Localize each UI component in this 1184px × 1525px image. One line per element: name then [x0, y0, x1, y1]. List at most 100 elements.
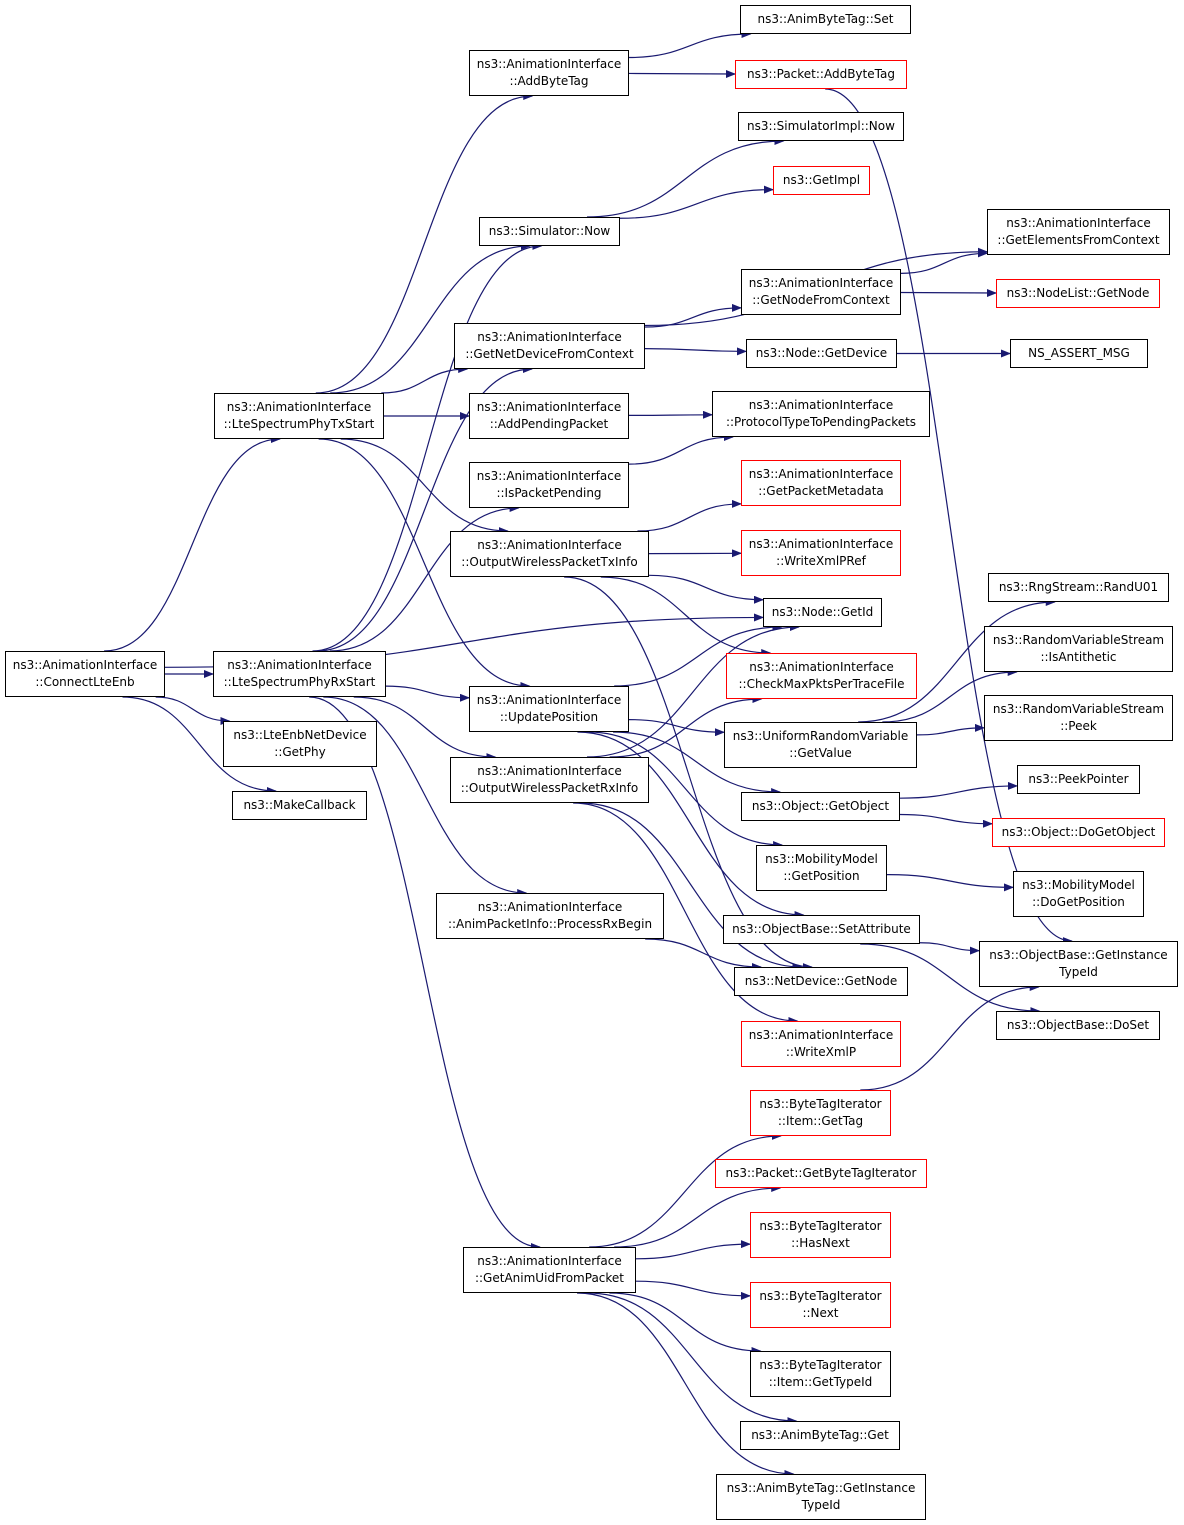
node-line: ns3::AnimByteTag::GetInstance [726, 1481, 916, 1495]
node-line: ns3::RandomVariableStream [992, 702, 1165, 716]
call-edge-getanimuidfrompacket-bytetagiterator_hasnext [635, 1240, 751, 1260]
call-edge-updateposition-object_getobject [613, 731, 782, 796]
node-getanimuidfrompacket[interactable]: ns3::AnimationInterface::GetAnimUidFromP… [463, 1247, 636, 1293]
node-object-dogetobject[interactable]: ns3::Object::DoGetObject [992, 818, 1165, 847]
node-addbytetag[interactable]: ns3::AnimationInterface::AddByteTag [469, 50, 629, 96]
call-edge-ltespectrumphytxstart-outputwirelesspackettxinfo [340, 438, 509, 535]
node-line: ::Item::GetTypeId [768, 1375, 873, 1389]
node-line: ns3::ByteTagIterator [759, 1097, 882, 1111]
node-line: ns3::ObjectBase::GetInstance [989, 948, 1168, 962]
node-getelementsfromcontext[interactable]: ns3::AnimationInterface::GetElementsFrom… [987, 209, 1170, 255]
node-protocoltypetopendingpackets[interactable]: ns3::AnimationInterface::ProtocolTypeToP… [712, 391, 930, 437]
node-checkmaxpktspertracefile[interactable]: ns3::AnimationInterface::CheckMaxPktsPer… [726, 653, 917, 699]
node-ispacketpending[interactable]: ns3::AnimationInterface::IsPacketPending [469, 462, 629, 508]
node-line: ::GetPhy [274, 745, 326, 759]
node-ltespectrumphyrxstart[interactable]: ns3::AnimationInterface::LteSpectrumPhyR… [213, 651, 386, 697]
call-edge-uniformrandomvariable_getvalue-randomvariablestream_isantithetic [882, 668, 1018, 723]
node-simulator-now[interactable]: ns3::Simulator::Now [479, 217, 620, 246]
node-bytetagiterator-item-gettag[interactable]: ns3::ByteTagIterator::Item::GetTag [750, 1090, 891, 1136]
node-object-getobject[interactable]: ns3::Object::GetObject [741, 792, 900, 821]
node-line: ns3::AnimationInterface [748, 537, 894, 551]
node-line: ::GetAnimUidFromPacket [474, 1271, 625, 1285]
call-edge-outputwirelesspackettxinfo-node_getid [648, 574, 764, 604]
node-simulatorimpl-now[interactable]: ns3::SimulatorImpl::Now [738, 112, 904, 141]
node-outputwirelesspackettxinfo[interactable]: ns3::AnimationInterface::OutputWirelessP… [450, 531, 649, 577]
node-animbytetag-set[interactable]: ns3::AnimByteTag::Set [740, 5, 911, 34]
node-updateposition[interactable]: ns3::AnimationInterface::UpdatePosition [469, 686, 629, 732]
node-nodelist-getnode[interactable]: ns3::NodeList::GetNode [996, 279, 1160, 308]
node-line: ns3::AnimByteTag::Get [751, 1428, 889, 1442]
node-outputwirelesspacketrxinfo[interactable]: ns3::AnimationInterface::OutputWirelessP… [450, 757, 649, 803]
node-line: TypeId [1059, 965, 1098, 979]
node-objectbase-doset[interactable]: ns3::ObjectBase::DoSet [996, 1011, 1160, 1040]
node-bytetagiterator-hasnext[interactable]: ns3::ByteTagIterator::HasNext [750, 1212, 891, 1258]
call-edge-getanimuidfrompacket-packet_getbytetagiterator [614, 1184, 782, 1248]
node-randomvariablestream-peek[interactable]: ns3::RandomVariableStream::Peek [984, 695, 1173, 741]
node-line: ns3::NodeList::GetNode [1006, 286, 1150, 300]
call-edge-mobilitymodel_getposition-mobilitymodel_dogetposition [886, 874, 1014, 892]
call-edge-object_getobject-peekpointer [899, 781, 1018, 799]
node-line: ns3::AnimationInterface [477, 1254, 622, 1268]
node-ns-assert-msg[interactable]: NS_ASSERT_MSG [1010, 339, 1148, 368]
call-edge-updateposition-node_getid [614, 623, 783, 687]
call-edge-bytetagiterator_item_gettag-objectbase_getinstancetypeid [860, 983, 1040, 1091]
node-line: ns3::AnimationInterface [1006, 216, 1151, 230]
node-line: ::GetNetDeviceFromContext [465, 347, 634, 361]
node-connectlteenb[interactable]: ns3::AnimationInterface::ConnectLteEnb [5, 651, 165, 697]
node-getnetdevicefromcontext[interactable]: ns3::AnimationInterface::GetNetDeviceFro… [454, 323, 645, 369]
node-line: ns3::AnimationInterface [748, 1028, 894, 1042]
node-writexmlpref[interactable]: ns3::AnimationInterface::WriteXmlPRef [741, 530, 901, 576]
call-edge-outputwirelesspacketrxinfo-netdevice_getnode [580, 802, 803, 971]
node-line: ns3::AnimationInterface [748, 398, 894, 412]
call-edge-ltespectrumphyrxstart-getnetdevicefromcontext [317, 365, 533, 652]
node-objectbase-setattribute[interactable]: ns3::ObjectBase::SetAttribute [723, 915, 920, 944]
node-processrxbegin[interactable]: ns3::AnimationInterface::AnimPacketInfo:… [436, 893, 664, 939]
node-line: ns3::MakeCallback [243, 798, 356, 812]
node-bytetagiterator-next[interactable]: ns3::ByteTagIterator::Next [750, 1282, 891, 1328]
node-ltespectrumphytxstart[interactable]: ns3::AnimationInterface::LteSpectrumPhyT… [214, 393, 384, 439]
node-lteenbnetdevice-getphy[interactable]: ns3::LteEnbNetDevice::GetPhy [223, 721, 377, 767]
node-line: ns3::LteEnbNetDevice [233, 728, 367, 742]
call-edge-connectlteenb-ltespectrumphytxstart [104, 435, 281, 652]
call-edge-simulator_now-getimpl [619, 185, 774, 219]
call-edge-getanimuidfrompacket-animbytetag_getinstancetypeid [577, 1292, 795, 1478]
node-getimpl[interactable]: ns3::GetImpl [773, 166, 870, 195]
node-getpacketmetadata[interactable]: ns3::AnimationInterface::GetPacketMetada… [741, 460, 901, 506]
node-animbytetag-get[interactable]: ns3::AnimByteTag::Get [740, 1421, 900, 1450]
node-rngstream-randu01[interactable]: ns3::RngStream::RandU01 [988, 573, 1169, 602]
node-line: ::AddByteTag [509, 74, 589, 88]
call-edge-processrxbegin-netdevice_getnode [645, 938, 763, 971]
node-line: ns3::AnimationInterface [477, 764, 622, 778]
node-line: ns3::AnimationInterface [477, 900, 623, 914]
call-edge-updateposition-objectbase_setattribute [577, 731, 805, 919]
node-netdevice-getnode[interactable]: ns3::NetDevice::GetNode [734, 967, 908, 996]
node-line: ::GetValue [789, 746, 852, 760]
node-uniformrandomvariable-getvalue[interactable]: ns3::UniformRandomVariable::GetValue [724, 722, 917, 768]
node-node-getid[interactable]: ns3::Node::GetId [763, 598, 882, 627]
node-packet-getbytetagiterator[interactable]: ns3::Packet::GetByteTagIterator [715, 1159, 927, 1188]
node-line: ns3::RngStream::RandU01 [998, 580, 1159, 594]
node-line: ns3::RandomVariableStream [992, 633, 1165, 647]
node-packet-addbytetag[interactable]: ns3::Packet::AddByteTag [735, 60, 907, 89]
node-randomvariablestream-isantithetic[interactable]: ns3::RandomVariableStream::IsAntithetic [984, 626, 1173, 672]
node-node-getdevice[interactable]: ns3::Node::GetDevice [746, 339, 897, 368]
call-edge-addbytetag-animbytetag_set [628, 30, 752, 59]
node-line: ::CheckMaxPktsPerTraceFile [738, 677, 905, 691]
node-peekpointer[interactable]: ns3::PeekPointer [1017, 765, 1140, 794]
node-addpendingpacket[interactable]: ns3::AnimationInterface::AddPendingPacke… [469, 393, 629, 439]
node-bytetagiterator-item-gettypeid[interactable]: ns3::ByteTagIterator::Item::GetTypeId [750, 1351, 891, 1397]
node-getnodefromcontext[interactable]: ns3::AnimationInterface::GetNodeFromCont… [741, 269, 901, 315]
call-edge-getnodefromcontext-nodelist_getnode [900, 289, 997, 298]
call-edge-ltespectrumphytxstart-getnetdevicefromcontext [381, 365, 469, 394]
node-line: ns3::PeekPointer [1028, 772, 1129, 786]
node-line: ns3::AnimationInterface [749, 660, 894, 674]
node-line: ::WriteXmlP [785, 1045, 857, 1059]
node-line: ns3::AnimByteTag::Set [757, 12, 894, 26]
node-writexmlp[interactable]: ns3::AnimationInterface::WriteXmlP [741, 1021, 901, 1067]
node-line: ns3::ObjectBase::SetAttribute [732, 922, 911, 936]
node-mobilitymodel-dogetposition[interactable]: ns3::MobilityModel::DoGetPosition [1013, 871, 1144, 917]
node-makecallback[interactable]: ns3::MakeCallback [232, 791, 367, 820]
node-mobilitymodel-getposition[interactable]: ns3::MobilityModel::GetPosition [756, 845, 887, 891]
